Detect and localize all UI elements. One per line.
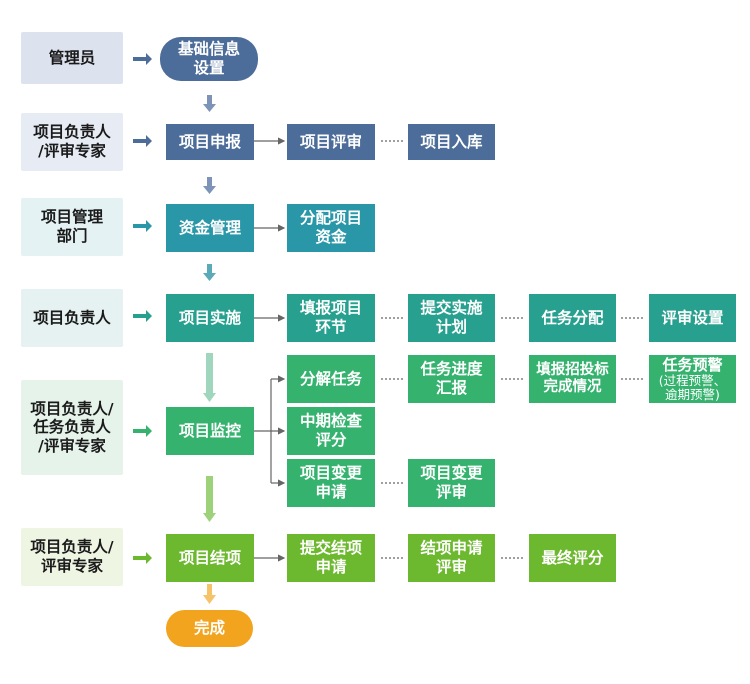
down-arrow-5 [203, 476, 216, 522]
node-assign[interactable]: 任务分配 [529, 294, 616, 342]
node-final-score[interactable]: 最终评分 [529, 534, 616, 582]
node-monitor[interactable]: 项目监控 [166, 407, 254, 455]
role-arrow-5 [133, 425, 152, 437]
node-decompose[interactable]: 分解任务 [287, 355, 375, 403]
role-arrow-3 [133, 220, 152, 232]
role-arrow-1 [133, 53, 152, 65]
node-bid-report[interactable]: 填报招投标 完成情况 [529, 355, 616, 403]
node-basic-settings[interactable]: 基础信息 设置 [160, 37, 258, 81]
role-leader: 项目负责人 [21, 289, 123, 347]
node-warning[interactable]: 任务预警 (过程预警、 逾期预警) [649, 355, 736, 403]
warning-subtitle: (过程预警、 逾期预警) [658, 372, 727, 402]
node-fill-node[interactable]: 填报项目 环节 [287, 294, 375, 342]
down-arrow-4 [203, 353, 216, 402]
node-storage[interactable]: 项目入库 [408, 124, 495, 160]
node-submit-closing[interactable]: 提交结项 申请 [287, 534, 375, 582]
node-progress-report[interactable]: 任务进度 汇报 [408, 355, 495, 403]
solid-connectors [254, 137, 286, 562]
vertical-arrows [203, 95, 216, 604]
role-arrows [133, 53, 152, 564]
down-arrow-2 [203, 177, 216, 194]
role-closing: 项目负责人/ 评审专家 [21, 528, 123, 586]
down-arrow-6 [203, 584, 216, 604]
node-midterm[interactable]: 中期检查 评分 [287, 407, 375, 455]
node-review-setting[interactable]: 评审设置 [649, 294, 736, 342]
role-applicant-reviewer: 项目负责人 /评审专家 [21, 113, 123, 171]
down-arrow-1 [203, 95, 216, 112]
node-implement[interactable]: 项目实施 [166, 294, 254, 342]
down-arrow-3 [203, 264, 216, 281]
node-submit-plan[interactable]: 提交实施 计划 [408, 294, 495, 342]
node-closing[interactable]: 项目结项 [166, 534, 254, 582]
node-done[interactable]: 完成 [166, 610, 253, 647]
role-dept: 项目管理 部门 [21, 198, 123, 256]
node-apply[interactable]: 项目申报 [166, 124, 254, 160]
node-review[interactable]: 项目评审 [287, 124, 375, 160]
node-allocate[interactable]: 分配项目 资金 [287, 204, 375, 252]
role-admin: 管理员 [21, 32, 123, 84]
role-arrow-6 [133, 552, 152, 564]
warning-title: 任务预警 [662, 355, 723, 374]
node-fund-mgmt[interactable]: 资金管理 [166, 204, 254, 252]
role-arrow-2 [133, 135, 152, 147]
node-closing-review[interactable]: 结项申请 评审 [408, 534, 495, 582]
role-monitor: 项目负责人/ 任务负责人 /评审专家 [21, 380, 123, 475]
node-change-review[interactable]: 项目变更 评审 [408, 459, 495, 507]
role-arrow-4 [133, 310, 152, 322]
node-change-apply[interactable]: 项目变更 申请 [287, 459, 375, 507]
